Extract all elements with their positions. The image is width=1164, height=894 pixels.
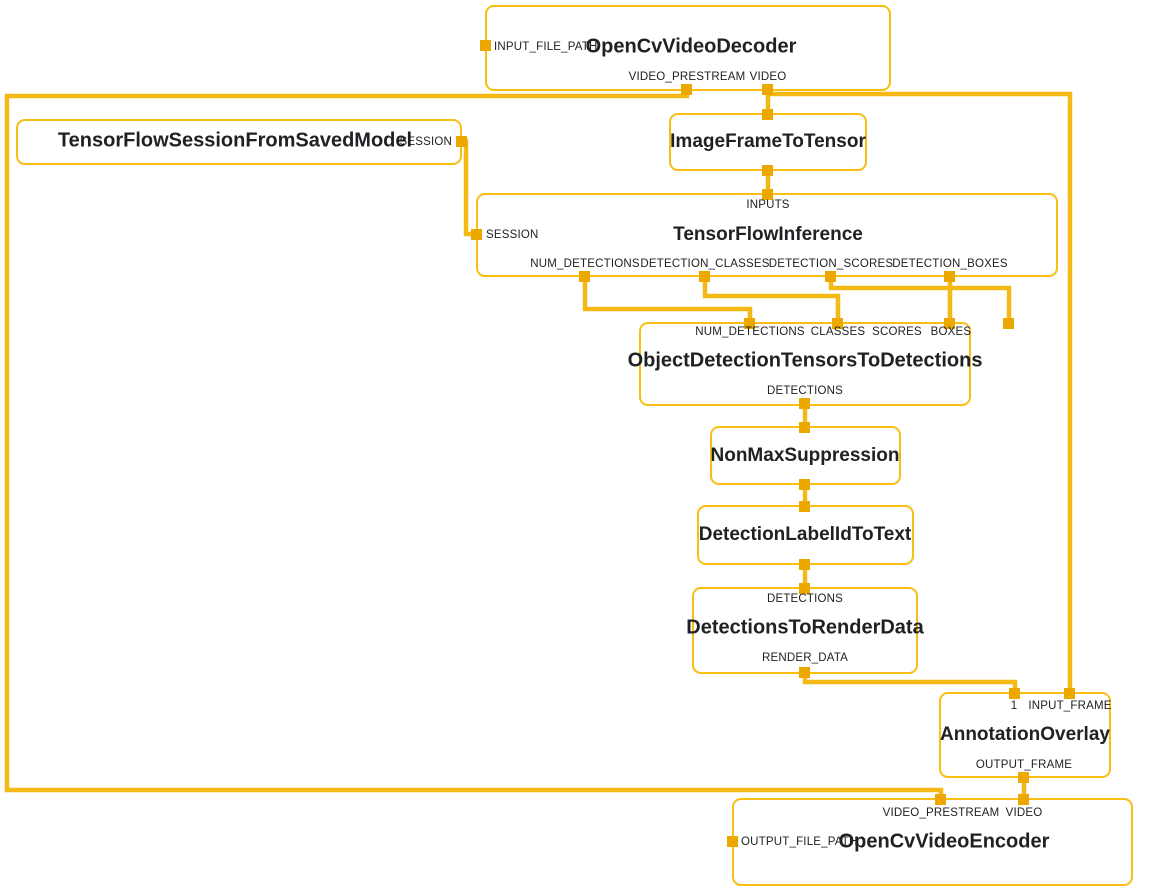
label-scores-in: SCORES [872, 326, 922, 338]
port-nms-out[interactable] [799, 479, 810, 490]
label-detection-boxes-out: DETECTION_BOXES [892, 258, 1008, 270]
port-label-id-out[interactable] [799, 559, 810, 570]
port-boxes-in[interactable] [944, 318, 955, 329]
port-video-out[interactable] [762, 84, 773, 95]
label-video-prestream-bottom: VIDEO_PRESTREAM [883, 807, 1000, 819]
label-video-bottom: VIDEO [1006, 807, 1043, 819]
title-object-detection-tensors-to-detections: ObjectDetectionTensorsToDetections [628, 349, 983, 371]
text-layer: INPUT_FILE_PATH OpenCvVideoDecoder VIDEO… [58, 35, 1112, 852]
edge-session-to-inference [461, 138, 477, 237]
port-video-in[interactable] [1018, 794, 1029, 805]
edge-num-detections [582, 276, 753, 325]
label-video-top: VIDEO [750, 71, 787, 83]
port-image-frame-out[interactable] [762, 165, 773, 176]
edge-detection-scores [828, 276, 1012, 325]
edge-detection-classes [702, 276, 841, 325]
port-inputs-in[interactable] [762, 189, 773, 200]
title-open-cv-video-decoder: OpenCvVideoDecoder [586, 35, 797, 57]
port-session-in[interactable] [471, 229, 482, 240]
port-nms-in[interactable] [799, 422, 810, 433]
title-image-frame-to-tensor: ImageFrameToTensor [670, 131, 866, 152]
label-session-in: SESSION [486, 229, 539, 241]
port-session-out[interactable] [456, 136, 467, 147]
label-video-prestream-top: VIDEO_PRESTREAM [629, 71, 746, 83]
label-detections-out: DETECTIONS [767, 385, 843, 397]
label-render-data-out: RENDER_DATA [762, 652, 848, 664]
title-tensorflow-inference: TensorFlowInference [673, 224, 863, 245]
port-scores-in[interactable] [1003, 318, 1014, 329]
port-output-file-path[interactable] [727, 836, 738, 847]
port-input-frame-in[interactable] [1064, 688, 1075, 699]
label-input-frame: INPUT_FRAME [1028, 700, 1111, 712]
label-session-out: SESSION [399, 136, 452, 148]
port-layer [456, 40, 1075, 847]
label-output-frame: OUTPUT_FRAME [976, 759, 1072, 771]
port-num-detections-in[interactable] [744, 318, 755, 329]
label-detection-scores-out: DETECTION_SCORES [769, 258, 894, 270]
label-inputs: INPUTS [746, 199, 790, 211]
port-render-data-out[interactable] [799, 667, 810, 678]
port-output-frame-out[interactable] [1018, 772, 1029, 783]
port-classes-in[interactable] [832, 318, 843, 329]
label-boxes-in: BOXES [931, 326, 972, 338]
title-detection-label-id-to-text: DetectionLabelIdToText [699, 524, 912, 545]
title-tensorflow-session-from-saved-model: TensorFlowSessionFromSavedModel [58, 129, 412, 151]
label-input-file-path: INPUT_FILE_PATH [494, 41, 598, 53]
port-video-prestream-in[interactable] [935, 794, 946, 805]
port-detections-in[interactable] [799, 583, 810, 594]
title-open-cv-video-encoder: OpenCvVideoEncoder [839, 830, 1050, 852]
label-num-detections-out: NUM_DETECTIONS [530, 258, 640, 270]
edge-render-data-to-overlay [802, 672, 1018, 694]
port-label-id-in[interactable] [799, 501, 810, 512]
title-annotation-overlay: AnnotationOverlay [940, 724, 1110, 745]
port-detections-out[interactable] [799, 398, 810, 409]
label-detection-classes-out: DETECTION_CLASSES [640, 258, 769, 270]
port-overlay-index-1[interactable] [1009, 688, 1020, 699]
label-classes-in: CLASSES [811, 326, 866, 338]
port-image-frame-in[interactable] [762, 109, 773, 120]
title-detections-to-render-data: DetectionsToRenderData [686, 616, 924, 638]
port-detection-classes-out[interactable] [699, 271, 710, 282]
port-detection-scores-out[interactable] [825, 271, 836, 282]
port-detection-boxes-out[interactable] [944, 271, 955, 282]
label-overlay-index: 1 [1011, 700, 1018, 712]
title-non-max-suppression: NonMaxSuppression [711, 445, 900, 466]
label-detections-in: DETECTIONS [767, 593, 843, 605]
port-num-detections-out[interactable] [579, 271, 590, 282]
label-num-detections-in: NUM_DETECTIONS [695, 326, 805, 338]
label-output-file-path: OUTPUT_FILE_PATH [741, 836, 858, 848]
port-input-file-path[interactable] [480, 40, 491, 51]
port-video-prestream-out[interactable] [681, 84, 692, 95]
